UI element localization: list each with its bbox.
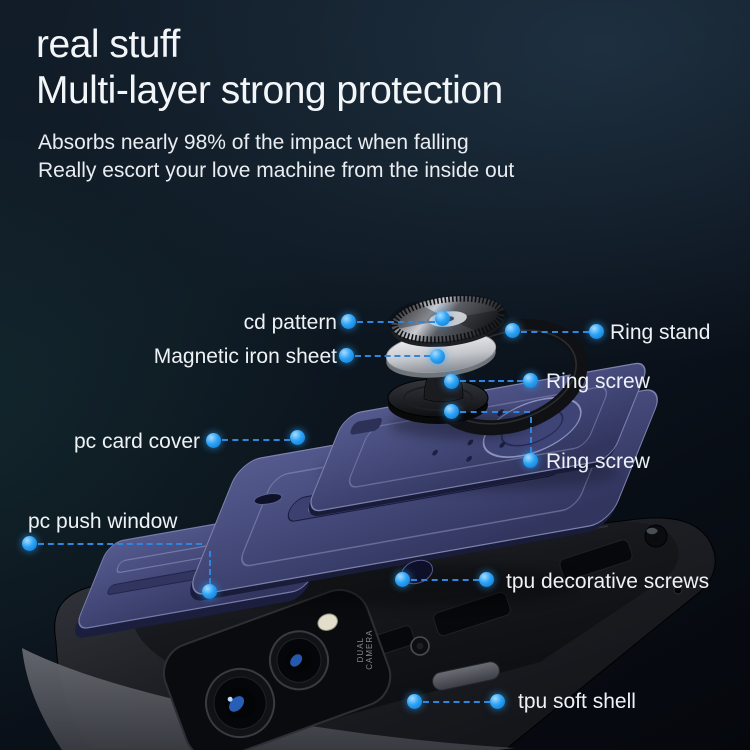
callout-dot (202, 584, 217, 599)
callout-line-tpu-decorative-screws (411, 579, 479, 581)
callout-dot (479, 572, 494, 587)
callout-line-ring-screw-bottom-h (460, 411, 530, 413)
callout-dot (505, 323, 520, 338)
callout-line-ring-screw-top (460, 380, 523, 382)
callout-dot (435, 311, 450, 326)
tpu-shell-bottom-band (22, 648, 515, 750)
callout-dot (339, 348, 354, 363)
callout-label-tpu-decorative-screws: tpu decorative screws (506, 570, 710, 593)
svg-text:CAMERA: CAMERA (365, 630, 374, 670)
callout-dot (407, 694, 422, 709)
callout-label-magnetic-iron-sheet: Magnetic iron sheet (153, 345, 337, 368)
callout-line-magnetic-iron-sheet (355, 355, 430, 357)
subtitle-line-1: Absorbs nearly 98% of the impact when fa… (38, 131, 469, 154)
callout-dot (290, 430, 305, 445)
callout-dot (523, 453, 538, 468)
callout-dot (589, 324, 604, 339)
callout-dot (444, 404, 459, 419)
decorative-screw (410, 636, 430, 656)
callout-dot (430, 349, 445, 364)
corner-screw (644, 524, 668, 548)
callout-line-tpu-soft-shell (423, 701, 490, 703)
callout-label-pc-card-cover: pc card cover (73, 430, 200, 453)
callout-label-cd-pattern: cd pattern (243, 311, 337, 334)
callout-dot (206, 433, 221, 448)
grip-slot (559, 539, 633, 581)
svg-text:DUAL: DUAL (356, 637, 365, 662)
dual-camera-text: DUAL CAMERA (356, 630, 374, 670)
callout-line-pc-push-window-v (209, 551, 211, 584)
callout-line-cd-pattern (357, 321, 435, 323)
callout-label-pc-push-window: pc push window (28, 510, 178, 533)
callout-dot (523, 373, 538, 388)
mic-holes (673, 579, 697, 595)
subtitle-line-2: Really escort your love machine from the… (38, 159, 515, 182)
camera-flash (317, 613, 338, 631)
callout-dot (444, 374, 459, 389)
title-line-1: real stuff (36, 23, 180, 66)
callout-line-pc-push-window-h (38, 543, 202, 545)
side-button (432, 661, 500, 691)
callout-dot (341, 314, 356, 329)
plate-oval-hole (253, 493, 283, 505)
camera-lens-1 (205, 668, 276, 739)
callout-line-ring-stand (521, 331, 589, 333)
callout-label-tpu-soft-shell: tpu soft shell (518, 690, 636, 713)
callout-label-ring-stand: Ring stand (610, 321, 711, 344)
callout-line-ring-screw-bottom-v (530, 417, 532, 453)
callout-line-pc-card-cover (222, 439, 290, 441)
title-line-2: Multi-layer strong protection (36, 69, 503, 112)
callout-dot (22, 536, 37, 551)
camera-module: DUAL CAMERA (162, 588, 392, 750)
camera-lens-2 (268, 630, 329, 691)
callout-dot (395, 572, 410, 587)
callout-dot (490, 694, 505, 709)
callout-label-ring-screw-top: Ring screw (546, 370, 650, 393)
callout-label-ring-screw-bottom: Ring screw (546, 450, 650, 473)
